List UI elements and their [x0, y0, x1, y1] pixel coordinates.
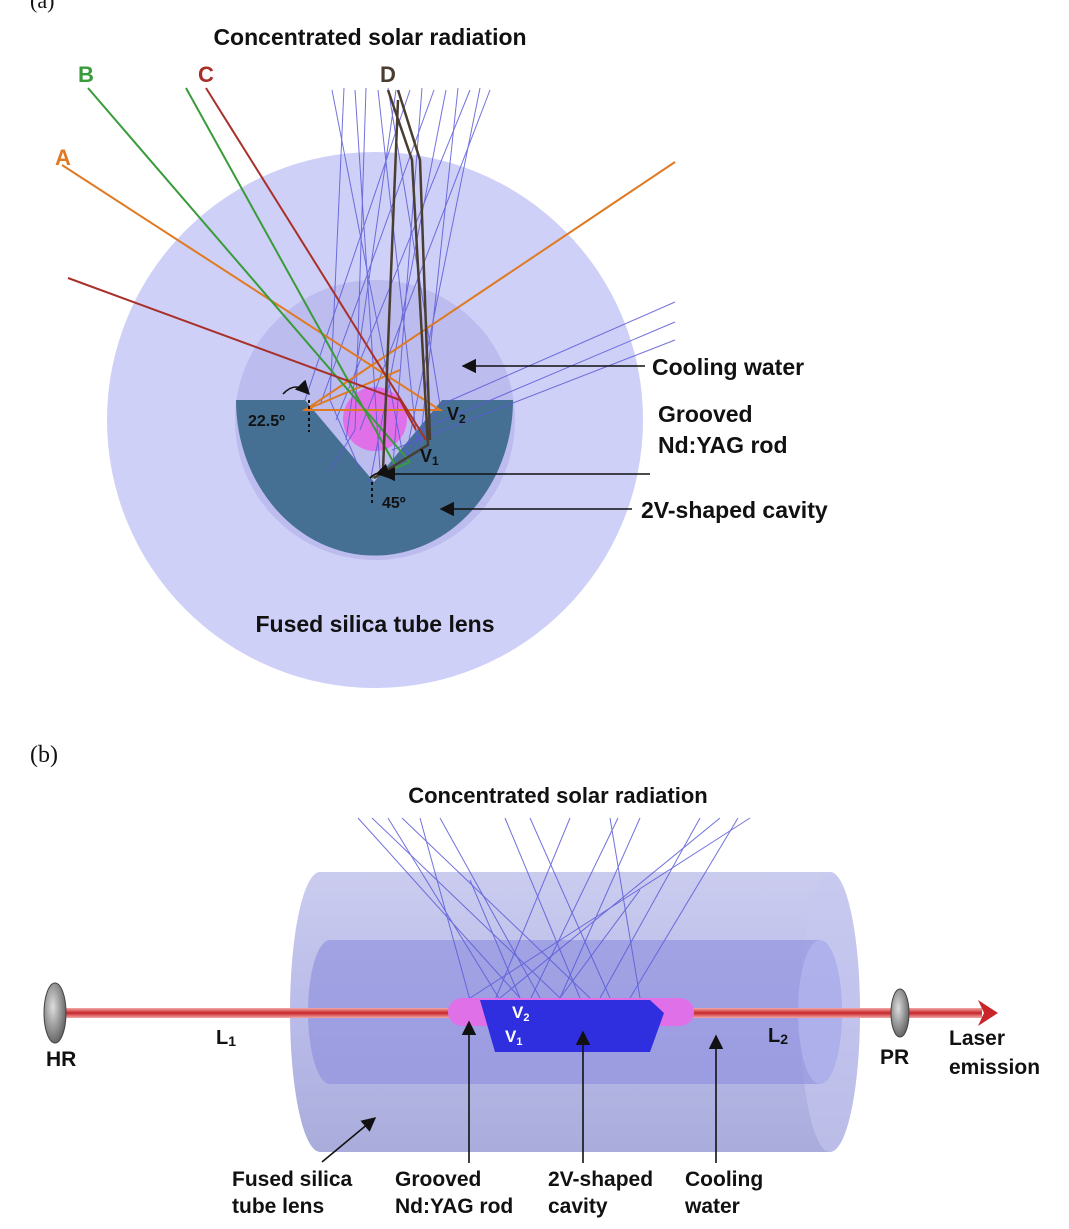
hr-mirror-icon: [43, 982, 67, 1044]
cavity-2v-shape: [236, 400, 513, 556]
v1-label-a: V1: [420, 446, 439, 468]
label-rod-b-line1: Grooved: [395, 1168, 481, 1191]
angle-label-22-5: 22.5º: [248, 413, 285, 430]
panel-a: (a) Concentrated solar radiation: [30, 0, 828, 688]
laser-arrow-head: [978, 1000, 998, 1026]
label-cavity: 2V-shaped cavity: [641, 497, 828, 523]
thin-ray-bundle: [304, 87, 676, 483]
label-lens-b-line1: Fused silica: [232, 1168, 353, 1191]
angle-marker-22-5: 22.5º: [248, 379, 310, 432]
angle-label-45: 45º: [382, 495, 406, 512]
panel-a-title: Concentrated solar radiation: [213, 24, 526, 50]
arrow-lens-b: [321, 1117, 377, 1163]
label-cavity-b-line1: 2V-shaped: [548, 1168, 653, 1191]
ray-d: [373, 89, 432, 480]
label-lens-b-line2: tube lens: [232, 1195, 324, 1218]
label-rod-b-line2: Nd:YAG rod: [395, 1195, 513, 1218]
label-laser-line1: Laser: [949, 1027, 1005, 1050]
thin-ray-bundle-b: [357, 817, 751, 1001]
panel-a-tag: (a): [30, 0, 54, 13]
label-cavity-b-line2: cavity: [548, 1195, 608, 1218]
label-l1: L1: [216, 1027, 236, 1049]
ray-label-c: C: [198, 62, 214, 87]
cavity-b: [480, 1000, 664, 1052]
label-laser-line2: emission: [949, 1056, 1040, 1079]
label-cooling-water: Cooling water: [652, 354, 804, 380]
panel-b-title: Concentrated solar radiation: [408, 783, 708, 808]
ray-label-d: D: [380, 62, 396, 87]
label-hr: HR: [46, 1048, 76, 1071]
panel-b-tag: (b): [30, 742, 58, 768]
ray-label-b: B: [78, 62, 94, 87]
label-rod-line1: Grooved: [658, 401, 753, 427]
label-water-b-line2: water: [684, 1195, 740, 1218]
v2-label-a: V2: [447, 404, 466, 426]
v1-label-b: V1: [505, 1027, 522, 1048]
label-rod-line2: Nd:YAG rod: [658, 432, 788, 458]
label-fused-silica-lens: Fused silica tube lens: [255, 611, 494, 637]
label-l2: L2: [768, 1025, 788, 1047]
label-pr: PR: [880, 1046, 909, 1069]
label-water-b-line1: Cooling: [685, 1168, 763, 1191]
panel-b: (b) Concentrated solar radiation: [30, 742, 1040, 1218]
ray-label-a: A: [55, 145, 71, 170]
pr-mirror-icon: [890, 988, 910, 1038]
ray-c: [67, 87, 427, 441]
v2-label-b: V2: [512, 1003, 529, 1024]
